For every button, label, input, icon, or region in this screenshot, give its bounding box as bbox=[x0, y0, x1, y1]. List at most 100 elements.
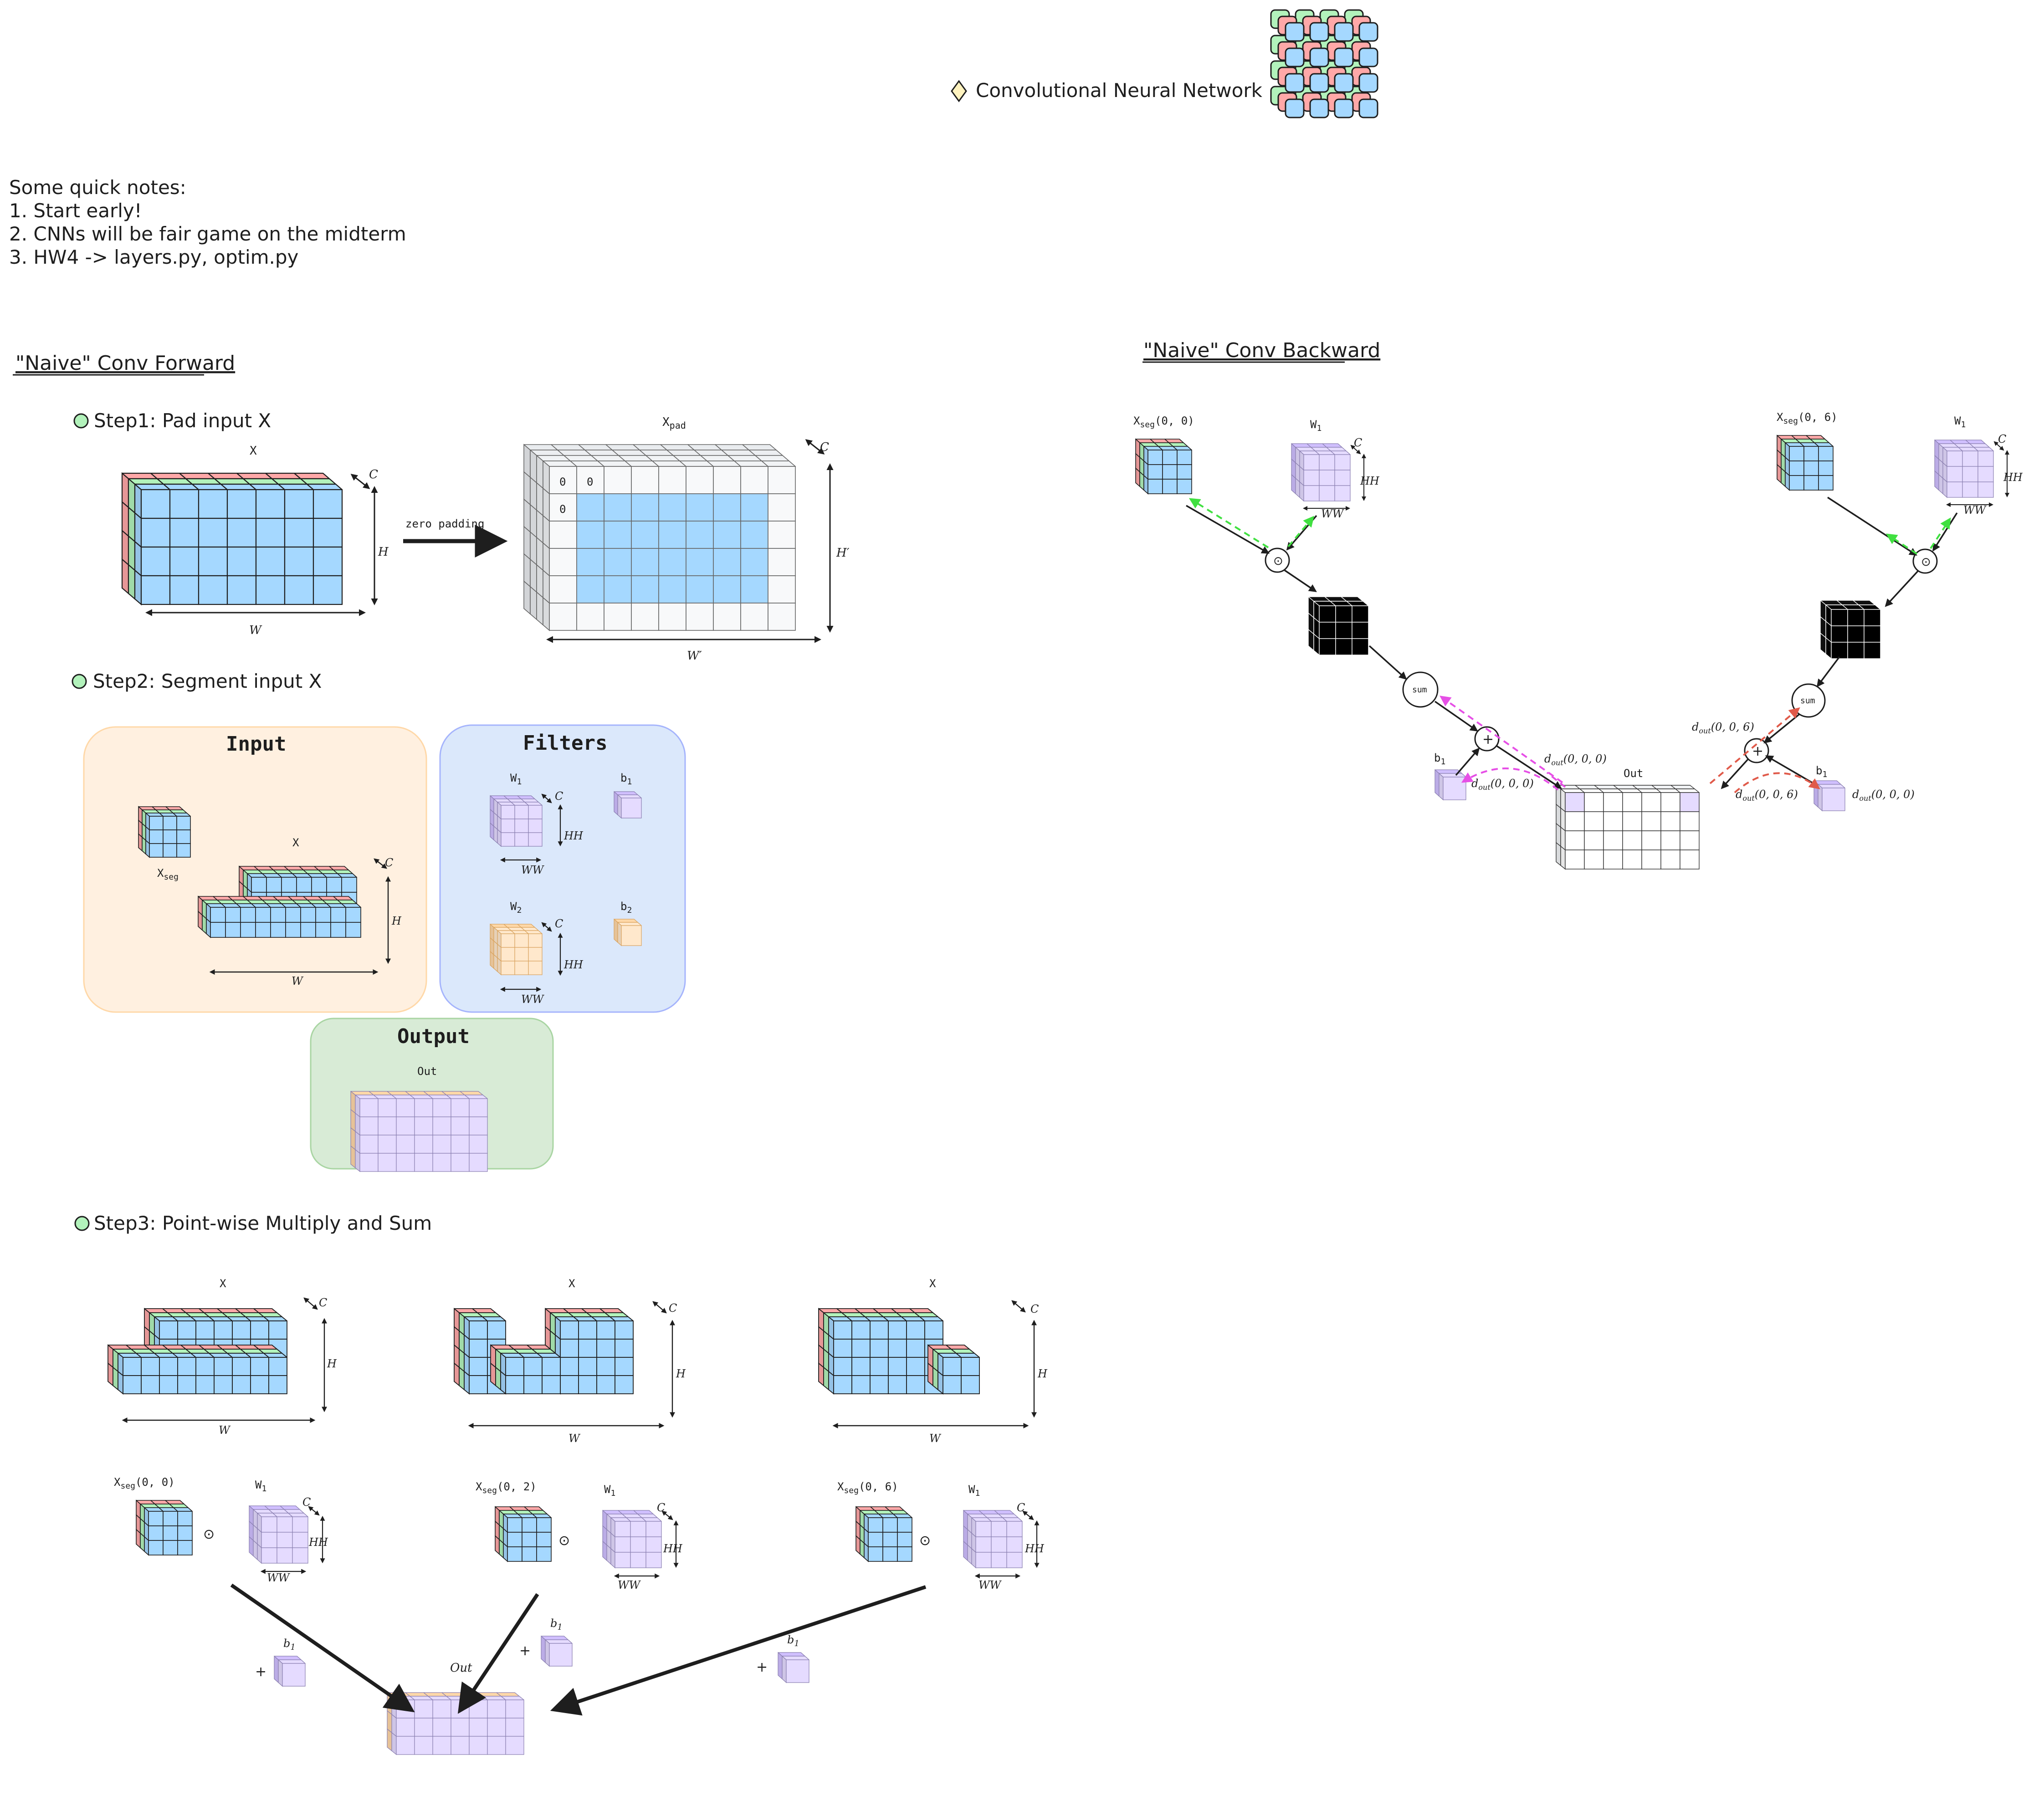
sum-label: sum bbox=[1412, 685, 1427, 695]
header: Convolutional Neural Network bbox=[951, 9, 1378, 118]
voxel bbox=[284, 517, 314, 548]
voxel bbox=[1584, 811, 1604, 831]
voxel bbox=[1803, 460, 1819, 476]
xseg-label: Xseg bbox=[157, 867, 179, 882]
voxel-side bbox=[602, 1540, 607, 1561]
step-dot-icon bbox=[73, 413, 89, 429]
voxel-top bbox=[617, 922, 642, 926]
x-tensor-seg06 bbox=[818, 1300, 1037, 1428]
dim-hh-label: HH bbox=[564, 829, 584, 842]
voxel-side bbox=[1299, 481, 1304, 502]
zero-cell: 0 bbox=[559, 503, 566, 516]
voxel bbox=[1162, 464, 1178, 480]
xseg-cube bbox=[138, 806, 191, 858]
odot-symbol: ⊙ bbox=[919, 1533, 931, 1549]
dim-ww-label: WW bbox=[1321, 507, 1345, 520]
voxel bbox=[163, 1525, 178, 1541]
voxel bbox=[1177, 450, 1192, 465]
voxel bbox=[621, 925, 642, 946]
voxel-side bbox=[1434, 769, 1440, 797]
voxel bbox=[560, 1375, 579, 1394]
voxel bbox=[1622, 849, 1642, 870]
voxel-side bbox=[856, 1535, 861, 1555]
voxel bbox=[528, 832, 543, 847]
odot-symbol: ⊙ bbox=[558, 1533, 570, 1549]
voxel bbox=[1847, 642, 1865, 659]
voxel bbox=[149, 816, 164, 830]
voxel-top bbox=[614, 919, 638, 923]
voxel bbox=[630, 1536, 646, 1553]
dim-ww-label: WW bbox=[267, 1571, 291, 1584]
voxel bbox=[528, 961, 543, 975]
dim-ww-label: WW bbox=[978, 1579, 1002, 1591]
voxel bbox=[1603, 830, 1623, 850]
voxel bbox=[1680, 830, 1700, 850]
odot-node bbox=[1912, 548, 1938, 574]
voxel bbox=[658, 548, 686, 576]
plus-symbol: + bbox=[1482, 732, 1494, 747]
voxel-top bbox=[545, 1639, 573, 1644]
voxel bbox=[432, 1135, 451, 1154]
voxel bbox=[232, 1375, 251, 1394]
w1-cube bbox=[963, 1509, 1040, 1579]
note-line: 3. HW4 -> layers.py, optim.py bbox=[9, 246, 298, 268]
w1-cube bbox=[249, 1505, 325, 1574]
voxel bbox=[469, 1357, 488, 1376]
voxel-side bbox=[464, 1371, 470, 1395]
voxel bbox=[451, 1736, 470, 1755]
voxel bbox=[1680, 792, 1700, 812]
dimension-arrow bbox=[541, 922, 552, 932]
voxel bbox=[1789, 475, 1804, 491]
voxel-side bbox=[495, 1535, 500, 1555]
voxel bbox=[578, 1357, 597, 1376]
voxel bbox=[1319, 638, 1336, 655]
voxel-side bbox=[490, 951, 494, 969]
xpad-label: Xpad bbox=[662, 415, 686, 431]
dim-h-label: H bbox=[1037, 1367, 1048, 1380]
b1-cube bbox=[274, 1655, 306, 1687]
note-line: Some quick notes: bbox=[9, 176, 186, 199]
voxel-side bbox=[614, 918, 618, 943]
voxel bbox=[250, 1357, 269, 1376]
voxel bbox=[176, 816, 191, 830]
dim-c-label: C bbox=[555, 917, 563, 930]
edge bbox=[1885, 533, 1918, 555]
dim-c-label: C bbox=[1017, 1501, 1025, 1514]
voxel bbox=[232, 1320, 251, 1340]
voxel-side bbox=[530, 586, 537, 620]
dimension-arrow bbox=[303, 1297, 318, 1310]
voxel bbox=[768, 603, 796, 631]
voxel bbox=[195, 1320, 215, 1340]
sum-node bbox=[1402, 671, 1439, 708]
voxel bbox=[1006, 1552, 1023, 1568]
voxel bbox=[630, 1552, 646, 1568]
voxel bbox=[312, 489, 343, 519]
voxel bbox=[169, 575, 200, 605]
voxel-side bbox=[113, 1366, 118, 1391]
filters-panel bbox=[439, 724, 686, 1013]
plus-symbol: + bbox=[756, 1659, 768, 1675]
edge bbox=[1286, 515, 1317, 551]
voxel bbox=[1947, 450, 1963, 467]
dout-label: dout(0, 0, 6) bbox=[1692, 721, 1754, 735]
dimension-arrow bbox=[1350, 445, 1361, 455]
voxel bbox=[991, 1536, 1007, 1553]
voxel bbox=[296, 877, 312, 893]
x-label: X bbox=[220, 1277, 226, 1290]
x-label: X bbox=[569, 1277, 575, 1290]
voxel bbox=[501, 961, 515, 975]
voxel bbox=[169, 489, 200, 519]
voxel bbox=[615, 1375, 634, 1394]
voxel-top bbox=[1439, 773, 1466, 778]
step3: Step3: Point-wise Multiply and Sum X C H… bbox=[74, 1212, 1048, 1755]
voxel bbox=[578, 1339, 597, 1358]
dimension-arrow bbox=[350, 474, 370, 489]
voxel bbox=[1319, 622, 1336, 639]
out-tensor bbox=[350, 1090, 488, 1172]
voxel bbox=[396, 1135, 415, 1154]
voxel bbox=[163, 829, 177, 844]
voxel bbox=[148, 1540, 164, 1555]
voxel-side bbox=[1560, 845, 1566, 870]
voxel-top bbox=[614, 791, 638, 795]
voxel-top bbox=[778, 1652, 805, 1657]
